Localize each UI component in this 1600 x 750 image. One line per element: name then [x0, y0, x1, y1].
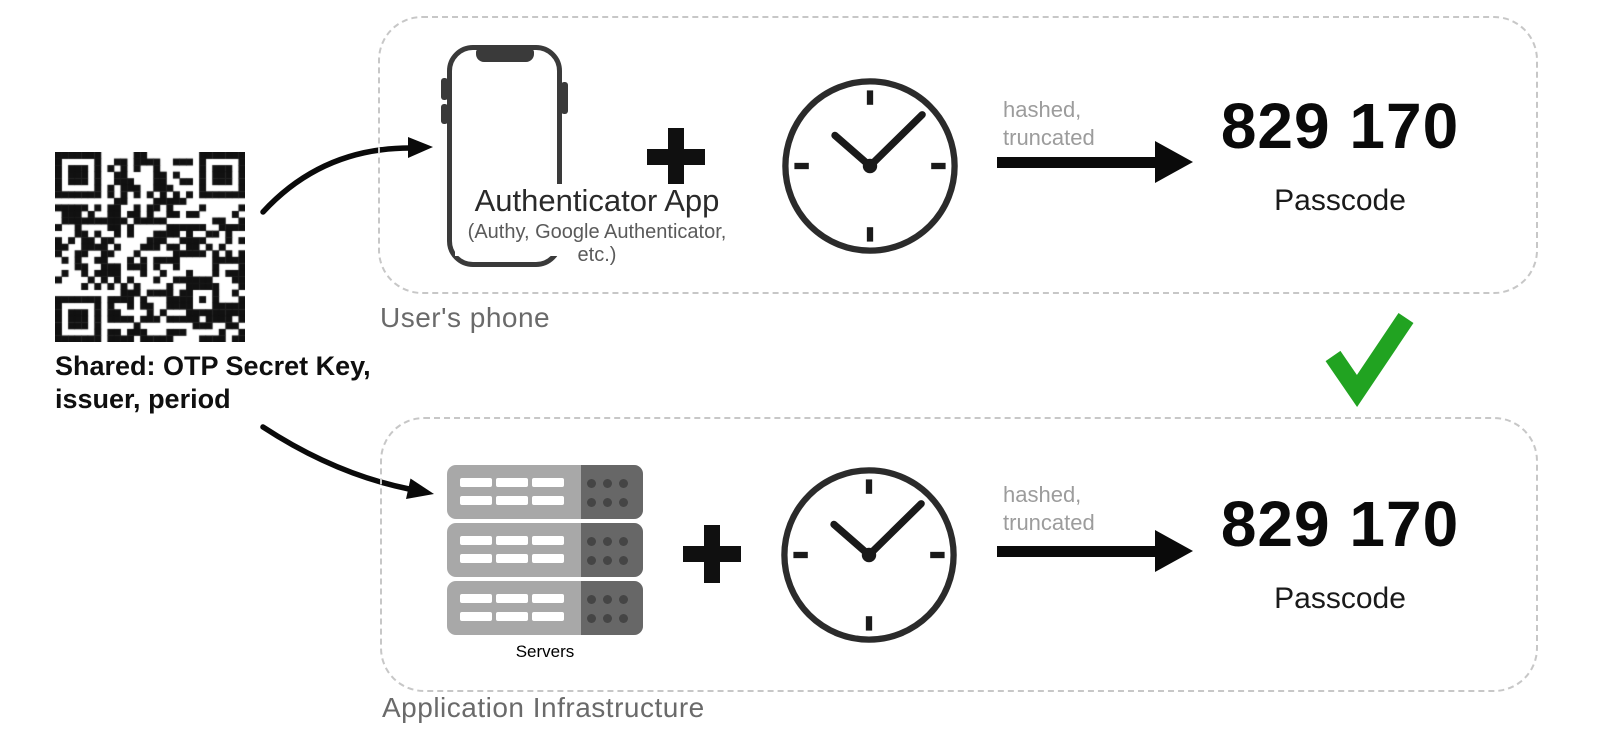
right-arrow-icon	[997, 530, 1197, 572]
qr-code-icon	[55, 152, 245, 342]
plus-icon	[647, 128, 705, 186]
clock-icon	[782, 78, 958, 254]
qr-to-phone-arrow	[260, 145, 413, 215]
servers-caption: Servers	[515, 642, 575, 661]
server-stack-icon	[447, 465, 643, 639]
transform-line2: truncated	[1003, 510, 1095, 535]
passcode-value: 829 170	[1220, 90, 1460, 162]
passcode-value: 829 170	[1220, 488, 1460, 560]
server-unit	[447, 523, 643, 577]
match-checkmark-icon	[1325, 312, 1414, 408]
right-arrow-icon	[997, 141, 1197, 183]
transform-line1: hashed,	[1003, 97, 1082, 122]
plus-icon	[683, 525, 741, 583]
app-title: Authenticator App	[474, 183, 720, 218]
transform-label: hashed, truncated	[1003, 481, 1095, 537]
clock-icon	[781, 467, 957, 643]
phone-passcode: 829 170 Passcode	[1198, 94, 1482, 218]
phone-notch	[475, 49, 534, 62]
phone-volume-button	[441, 78, 448, 100]
application-infrastructure-box	[380, 417, 1538, 692]
server-unit	[447, 465, 643, 519]
passcode-caption: Passcode	[1274, 184, 1406, 217]
phone-volume-button	[441, 104, 448, 124]
phone-power-button	[561, 82, 568, 114]
authenticator-app-label: Authenticator App (Authy, Google Authent…	[455, 183, 739, 266]
transform-line2: truncated	[1003, 125, 1095, 150]
user-phone-caption: User's phone	[380, 302, 551, 333]
shared-secret-label-line1: Shared: OTP Secret Key,	[55, 351, 371, 381]
server-unit	[447, 581, 643, 635]
shared-secret-label-line2: issuer, period	[55, 384, 231, 414]
transform-label: hashed, truncated	[1003, 96, 1095, 152]
application-infrastructure-caption: Application Infrastructure	[382, 692, 705, 723]
server-passcode: 829 170 Passcode	[1198, 492, 1482, 616]
qr-to-servers-arrow	[260, 424, 412, 492]
user-phone-box	[378, 16, 1538, 294]
shared-secret-label: Shared: OTP Secret Key, issuer, period	[55, 350, 371, 416]
passcode-caption: Passcode	[1274, 582, 1406, 615]
app-subtitle: (Authy, Google Authenticator, etc.)	[467, 221, 727, 266]
qr-to-servers-arrowhead	[406, 478, 434, 499]
qr-to-phone-arrowhead	[408, 137, 433, 158]
transform-line1: hashed,	[1003, 482, 1082, 507]
